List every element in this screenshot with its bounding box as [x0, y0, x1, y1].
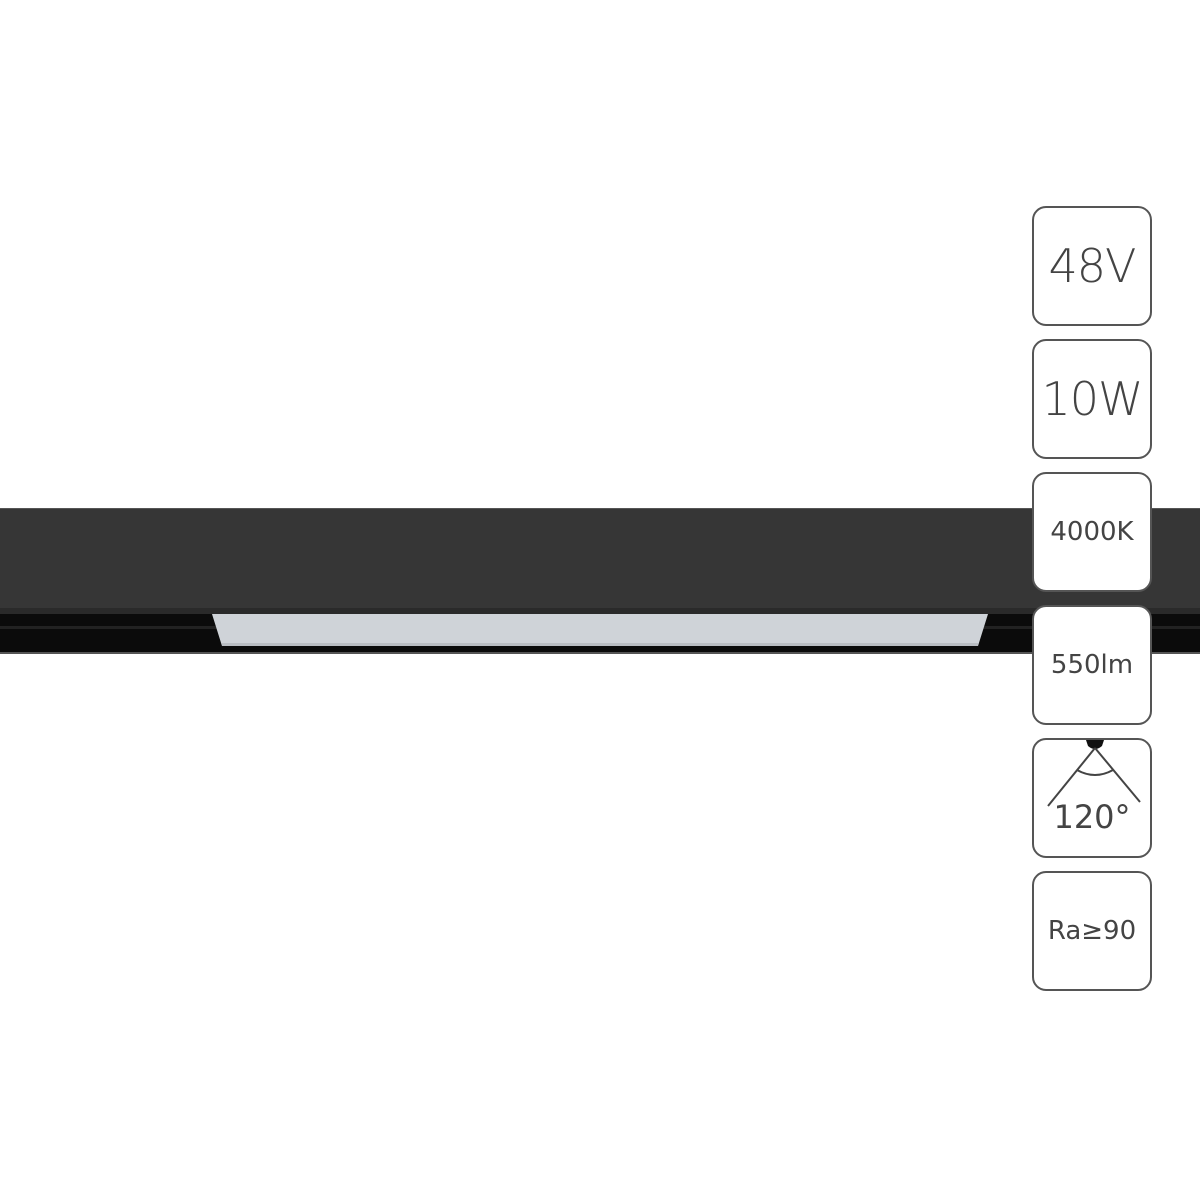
voltage-badge: 48V — [1032, 206, 1152, 326]
track-lip — [0, 608, 1200, 614]
color-temperature-label: 4000K — [1050, 517, 1134, 547]
cri-badge: Ra≥90 — [1032, 871, 1152, 991]
color-temperature-badge: 4000K — [1032, 472, 1152, 592]
voltage-label: 48V — [1048, 239, 1136, 293]
luminous-flux-label: 550lm — [1050, 650, 1134, 680]
track-bottom-edge — [0, 652, 1200, 654]
led-diffuser — [212, 614, 988, 646]
luminous-flux-badge: 550lm — [1032, 605, 1152, 725]
track-housing — [0, 508, 1200, 609]
beam-angle-label: 120° — [1053, 798, 1131, 836]
beam-angle-icon — [1047, 740, 1141, 807]
cri-label: Ra≥90 — [1047, 916, 1137, 946]
power-badge: 10W — [1032, 339, 1152, 459]
power-label: 10W — [1041, 372, 1143, 426]
beam-angle-badge: 120° — [1032, 738, 1152, 858]
